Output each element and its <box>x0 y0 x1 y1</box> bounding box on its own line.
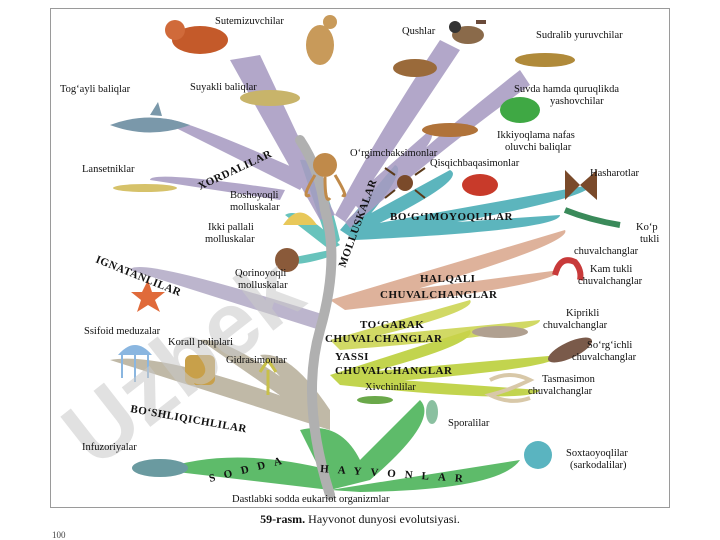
sporozoa-icon <box>426 400 438 424</box>
label-sudralib: Sudralib yuruvchilar <box>536 30 623 41</box>
label-kiprikli-2: chuvalchanglar <box>543 320 608 331</box>
label-sorgichli-1: So‘rg‘ichli <box>587 340 632 351</box>
label-sporalilar: Sporalilar <box>448 418 490 429</box>
starfish-icon <box>131 280 165 312</box>
label-kam-tukli-2: chuvalchanglar <box>578 276 643 287</box>
label-ikkiyoqlama-2: oluvchi baliqlar <box>505 142 572 153</box>
group-halqali-1: HALQALI <box>420 273 475 285</box>
snail-icon <box>275 248 299 272</box>
label-kop-tukli-2: tukli <box>640 234 659 245</box>
mollusk-fan <box>280 159 340 264</box>
label-infuzoriyalar: Infuzoriyalar <box>82 442 137 453</box>
kangaroo-icon <box>306 15 337 65</box>
octopus-icon <box>304 153 347 201</box>
shark-icon <box>110 102 190 133</box>
chordate-fan <box>150 40 530 228</box>
protozoa-fan <box>160 400 520 492</box>
label-suvda-1: Suvda hamda quruqlikda <box>514 84 619 95</box>
label-kam-tukli-1: Kam tukli <box>590 264 632 275</box>
annelid-fan <box>330 230 566 310</box>
coral-icon <box>185 355 215 385</box>
lancelet-icon <box>113 184 177 192</box>
paramecium-icon <box>132 459 188 477</box>
figure-title: Hayvonot dunyosi evolutsiyasi. <box>308 512 460 526</box>
label-hasharotlar: Hasharotlar <box>590 168 639 179</box>
earthworm-icon <box>552 257 584 281</box>
flatworm-fan <box>330 330 560 397</box>
label-ikkiyoqlama-1: Ikkiyoqlama nafas <box>497 130 575 141</box>
group-halqali-2: CHUVALCHANGLAR <box>380 289 498 301</box>
figure-frame <box>50 8 670 508</box>
label-boshoyoqli-2: molluskalar <box>230 202 280 213</box>
label-tasmasimon-2: chuvalchanglar <box>528 386 593 397</box>
main-trunk <box>295 135 337 500</box>
roundworm-fan <box>330 300 540 350</box>
crab-icon <box>462 174 498 196</box>
label-suvda-2: yashovchilar <box>550 96 604 107</box>
group-togarak-1: TO‘GARAK <box>360 319 424 331</box>
label-qorinoyoqli-2: molluskalar <box>238 280 288 291</box>
label-kop-tukli-1: Ko‘p <box>636 222 658 233</box>
butterfly-icon <box>565 170 597 200</box>
fish-icon <box>240 90 300 106</box>
label-sorgichli-2: chuvalchanglar <box>572 352 637 363</box>
echinoderm-branch <box>130 267 325 330</box>
label-ikki-pallali-2: molluskalar <box>205 234 255 245</box>
page-number: 100 <box>52 530 66 540</box>
spider-icon <box>384 167 426 199</box>
platypus-icon <box>393 59 437 77</box>
label-togayli: Tog‘ayli baliqlar <box>60 84 131 95</box>
label-soxtaoyoq-2: (sarkodalilar) <box>570 460 627 471</box>
label-kiprikli-1: Kiprikli <box>566 308 599 319</box>
label-qorinoyoqli-1: Qorinoyoqli <box>235 268 286 279</box>
hydra-icon <box>258 357 278 395</box>
label-ssifoid: Ssifoid meduzalar <box>84 326 161 337</box>
label-dastlabki: Dastlabki sodda eukariot organizmlar <box>232 494 390 505</box>
label-ikki-pallali-1: Ikki pallali <box>208 222 254 233</box>
planaria-icon <box>472 326 528 338</box>
group-bogimoyoqlilar: BO‘G‘IMOYOQLILAR <box>390 211 513 223</box>
label-suyakli: Suyakli baliqlar <box>190 82 257 93</box>
scallop-icon <box>283 212 317 225</box>
label-soxtaoyoq-1: Soxtaoyoqlilar <box>566 448 628 459</box>
arthropod-fan <box>340 165 591 240</box>
label-xivchinlilar: Xivchinlilar <box>365 382 416 393</box>
figure-caption: 59-rasm. Hayvonot dunyosi evolutsiyasi. <box>0 512 720 527</box>
tapeworm-icon <box>484 373 535 403</box>
figure-number: 59-rasm. <box>260 512 306 526</box>
label-qushlar: Qushlar <box>402 26 436 37</box>
label-kop-tukli-3: chuvalchanglar <box>574 246 639 257</box>
lizard-icon <box>515 53 575 67</box>
group-yassi-2: CHUVALCHANGLAR <box>335 365 453 377</box>
label-gidrasimonlar: Gidrasimonlar <box>226 355 287 366</box>
label-boshoyoqli-1: Boshoyoqli <box>230 190 279 201</box>
bird-icon <box>449 20 486 44</box>
group-yassi-1: YASSI <box>335 351 369 363</box>
frog-icon <box>500 97 540 123</box>
amoeba-icon <box>524 441 552 469</box>
label-orgimchak: O‘rgimchaksimonlar <box>350 148 438 159</box>
lungfish-icon <box>422 123 478 137</box>
cnidaria-fan <box>110 339 330 430</box>
label-lansetniklar: Lansetniklar <box>82 164 135 175</box>
euglena-icon <box>357 396 393 404</box>
polychaete-icon <box>563 207 621 228</box>
label-korall: Korall poliplari <box>168 337 233 348</box>
label-tasmasimon-1: Tasmasimon <box>542 374 596 385</box>
group-togarak-2: CHUVALCHANGLAR <box>325 333 443 345</box>
squirrel-icon <box>165 20 228 54</box>
label-qisqichbaqa: Qisqichbaqasimonlar <box>430 158 520 169</box>
fluke-icon <box>547 337 593 363</box>
jellyfish-icon <box>118 345 152 382</box>
label-sutemizuvchilar: Sutemizuvchilar <box>215 16 284 27</box>
